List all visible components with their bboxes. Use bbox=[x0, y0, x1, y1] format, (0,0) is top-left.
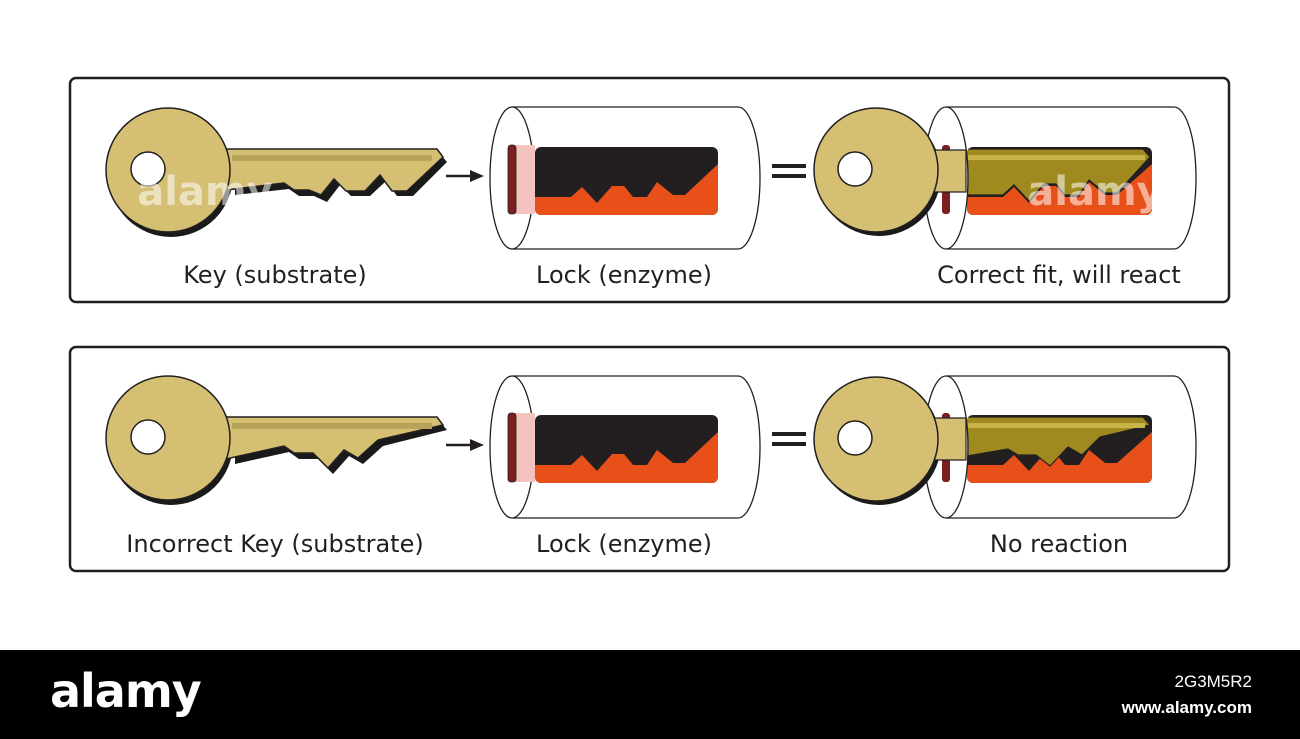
image-id: 2G3M5R2 bbox=[1174, 672, 1252, 691]
panel-frame-correct bbox=[68, 76, 1231, 304]
equals-icon bbox=[772, 432, 806, 446]
arrow-icon bbox=[446, 439, 484, 451]
key-in-lock-correct bbox=[813, 106, 1197, 250]
key-in-lock-incorrect bbox=[813, 375, 1197, 519]
arrow-icon bbox=[446, 170, 484, 182]
lock-enzyme bbox=[489, 375, 761, 519]
lock-enzyme bbox=[489, 106, 761, 250]
watermark-overlay: alamy bbox=[137, 169, 272, 215]
result-label: No reaction bbox=[989, 530, 1129, 558]
result-label: Correct fit, will react bbox=[937, 261, 1181, 289]
key-substrate bbox=[105, 107, 447, 237]
site-url: www.alamy.com bbox=[1121, 698, 1252, 717]
lock-label: Lock (enzyme) bbox=[535, 261, 713, 289]
brand-logo: alamy bbox=[50, 664, 202, 718]
panel-frame-incorrect bbox=[68, 345, 1231, 573]
key-label: Key (substrate) bbox=[183, 261, 367, 289]
equals-icon bbox=[772, 164, 806, 178]
watermark-overlay: alamy bbox=[1027, 169, 1162, 215]
key-incorrect-substrate bbox=[105, 375, 447, 505]
lock-and-key-diagram: alamy alamy bbox=[68, 76, 1231, 573]
watermark-footer: alamy 2G3M5R2 www.alamy.com bbox=[0, 650, 1300, 739]
lock-label: Lock (enzyme) bbox=[535, 530, 713, 558]
key-label: Incorrect Key (substrate) bbox=[126, 530, 424, 558]
